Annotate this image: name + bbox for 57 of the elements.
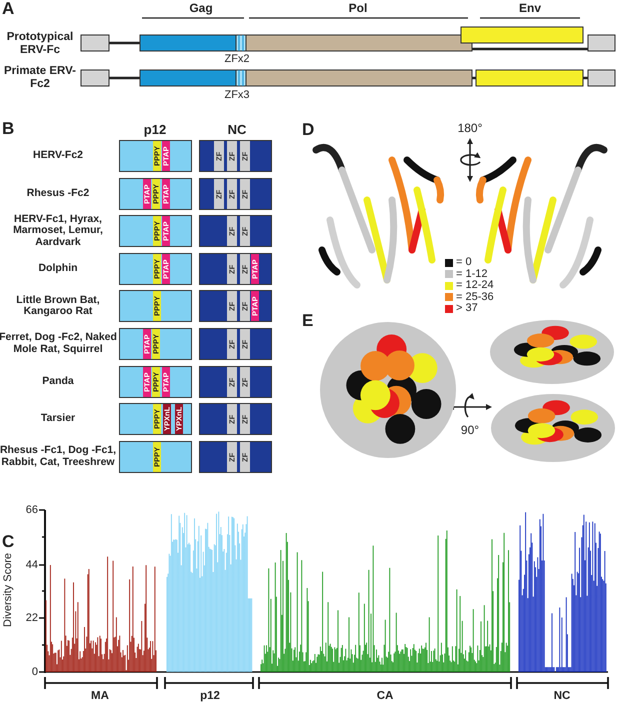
gene-label: Pol [348, 2, 368, 16]
gene-label: Gag [189, 2, 213, 16]
tick-label: 22 [26, 612, 38, 624]
row-label: Dolphin [38, 263, 78, 275]
column-header: p12 [144, 122, 166, 138]
panel-letter: E [302, 312, 314, 330]
row-label: HERV-Fc2 [33, 150, 83, 162]
tick-label: 66 [26, 504, 38, 516]
domain-box [119, 403, 192, 436]
domain-box [199, 440, 272, 473]
domain-box [119, 252, 192, 285]
axis-title: Diversity Score [2, 553, 14, 627]
domain-box [199, 328, 272, 360]
row-label: Tarsier [40, 413, 76, 425]
row-label: Panda [42, 376, 74, 388]
tick-label: 0 [32, 666, 38, 678]
tick-label: 44 [26, 558, 38, 572]
genome-label: Prototypical ERV-Fc [6, 31, 74, 57]
domain-box [199, 178, 272, 210]
row-label: Rhesus -Fc1, Dog -Fc1, Rabbit, Cat, Treeshrew [0, 445, 118, 468]
domain-box [119, 328, 192, 360]
domain-box [119, 440, 192, 473]
legend-label: = 25-36 [456, 290, 494, 302]
genome-label: Primate ERV-Fc2 [2, 65, 77, 91]
row-label: Little Brown Bat, Kangaroo Rat [15, 294, 101, 318]
panel-letter: B [2, 120, 14, 138]
rotation-label: 180° [458, 122, 482, 136]
domain-box [119, 290, 192, 322]
domain-box [119, 140, 192, 172]
gene-label: Env [518, 2, 541, 16]
domain-box [199, 215, 272, 248]
domain-label: NC [554, 690, 570, 702]
domain-box [119, 178, 192, 210]
domain-box [199, 290, 272, 322]
legend-label: = 1-12 [456, 268, 488, 280]
legend-label: = 12-24 [456, 279, 494, 291]
column-header: NC [228, 122, 246, 138]
domain-box [119, 366, 192, 398]
legend-label: = 0 [456, 256, 472, 268]
panel-letter: D [302, 120, 314, 140]
rotation-label: 90° [460, 424, 480, 438]
row-label: HERV-Fc1, Hyrax, Marmoset, Lemur, Aardvark [12, 214, 104, 248]
domain-label: MA [91, 690, 109, 702]
annotation-label: ZFx3 [224, 88, 250, 102]
row-label: Ferret, Dog -Fc2, Naked Mole Rat, Squirrel [0, 332, 118, 356]
domain-label: p12 [200, 690, 220, 702]
domain-box [199, 403, 272, 436]
panel-letter: A [2, 0, 14, 18]
domain-box [199, 140, 272, 172]
panel-letter: C [2, 532, 14, 552]
domain-box [119, 215, 192, 248]
annotation-label: ZFx2 [224, 52, 250, 66]
domain-label: CA [376, 690, 394, 702]
row-label: Rhesus -Fc2 [26, 188, 90, 200]
legend-label: > 37 [456, 302, 478, 314]
domain-box [199, 252, 272, 285]
domain-box [199, 366, 272, 398]
